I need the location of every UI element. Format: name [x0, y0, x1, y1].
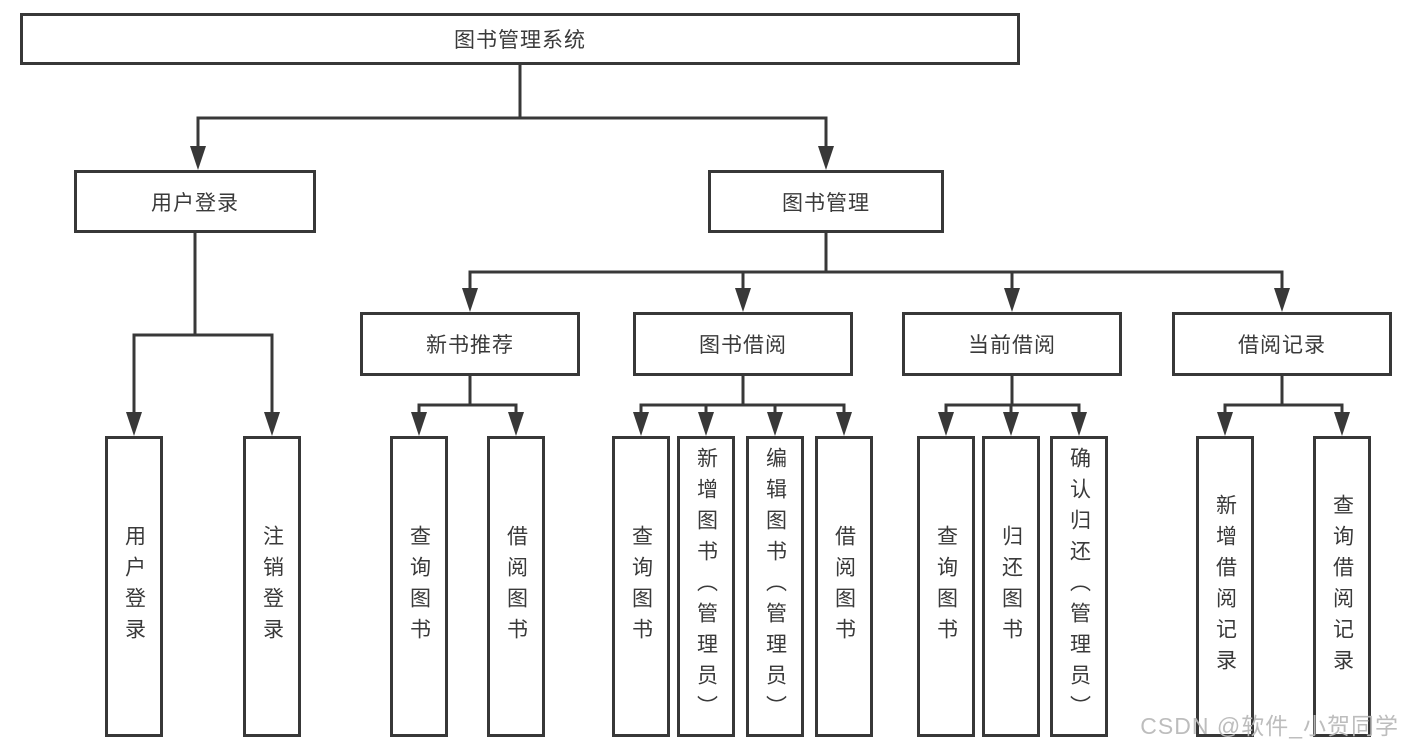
leaf-current-confirm: 确认归还︵管理员︶	[1050, 436, 1108, 737]
leaf-records-add-label: 新增借阅记录	[1213, 493, 1237, 680]
node-book-borrow: 图书借阅	[633, 312, 853, 376]
leaf-records-query: 查询借阅记录	[1313, 436, 1371, 737]
node-user-login-label: 用户登录	[151, 191, 239, 215]
leaf-records-query-label: 查询借阅记录	[1330, 493, 1354, 680]
leaf-bookborrow-edit: 编辑图书︵管理员︶	[746, 436, 804, 737]
connector-newbooks-to-leaves	[411, 376, 524, 436]
leaf-bookborrow-query-label: 查询图书	[629, 524, 653, 649]
leaf-current-return: 归还图书	[982, 436, 1040, 737]
node-current-borrow-label: 当前借阅	[968, 334, 1056, 357]
leaf-bookborrow-add-label: 新增图书︵管理员︶	[694, 447, 718, 726]
node-current-borrow: 当前借阅	[902, 312, 1122, 376]
leaf-bookborrow-add: 新增图书︵管理员︶	[677, 436, 735, 737]
leaf-bookborrow-query: 查询图书	[612, 436, 670, 737]
leaf-bookborrow-lend: 借阅图书	[815, 436, 873, 737]
connector-currentborrow-to-leaves	[938, 376, 1087, 436]
node-new-books: 新书推荐	[360, 312, 580, 376]
leaf-current-query-label: 查询图书	[934, 524, 958, 649]
watermark-text: CSDN @软件_小贺同学	[1140, 713, 1399, 739]
node-borrow-records-label: 借阅记录	[1238, 334, 1326, 357]
node-borrow-records: 借阅记录	[1172, 312, 1392, 376]
leaf-logout: 注销登录	[243, 436, 301, 737]
leaf-newbooks-borrow: 借阅图书	[487, 436, 545, 737]
leaf-newbooks-query: 查询图书	[390, 436, 448, 737]
leaf-records-add: 新增借阅记录	[1196, 436, 1254, 737]
node-book-mgmt-label: 图书管理	[782, 191, 870, 215]
leaf-bookborrow-edit-label: 编辑图书︵管理员︶	[763, 447, 787, 726]
watermark: CSDN @软件_小贺同学	[1140, 707, 1399, 741]
node-new-books-label: 新书推荐	[426, 334, 514, 357]
connector-bookborrow-to-leaves	[633, 376, 852, 436]
leaf-logout-label: 注销登录	[260, 524, 284, 649]
leaf-current-query: 查询图书	[917, 436, 975, 737]
connector-borrowrecords-to-leaves	[1217, 376, 1350, 436]
connector-userlogin-to-leaves	[126, 233, 280, 436]
connector-root-to-level2	[190, 65, 834, 170]
leaf-login: 用户登录	[105, 436, 163, 737]
leaf-newbooks-query-label: 查询图书	[407, 524, 431, 649]
leaf-current-return-label: 归还图书	[999, 524, 1023, 649]
connector-bookmgmt-to-level3	[462, 233, 1290, 312]
leaf-login-label: 用户登录	[122, 524, 146, 649]
leaf-newbooks-borrow-label: 借阅图书	[504, 524, 528, 649]
leaf-bookborrow-lend-label: 借阅图书	[832, 524, 856, 649]
node-root: 图书管理系统	[20, 13, 1020, 65]
node-user-login: 用户登录	[74, 170, 316, 233]
node-root-label: 图书管理系统	[454, 29, 586, 52]
leaf-current-confirm-label: 确认归还︵管理员︶	[1067, 447, 1091, 726]
node-book-borrow-label: 图书借阅	[699, 334, 787, 357]
node-book-mgmt: 图书管理	[708, 170, 944, 233]
